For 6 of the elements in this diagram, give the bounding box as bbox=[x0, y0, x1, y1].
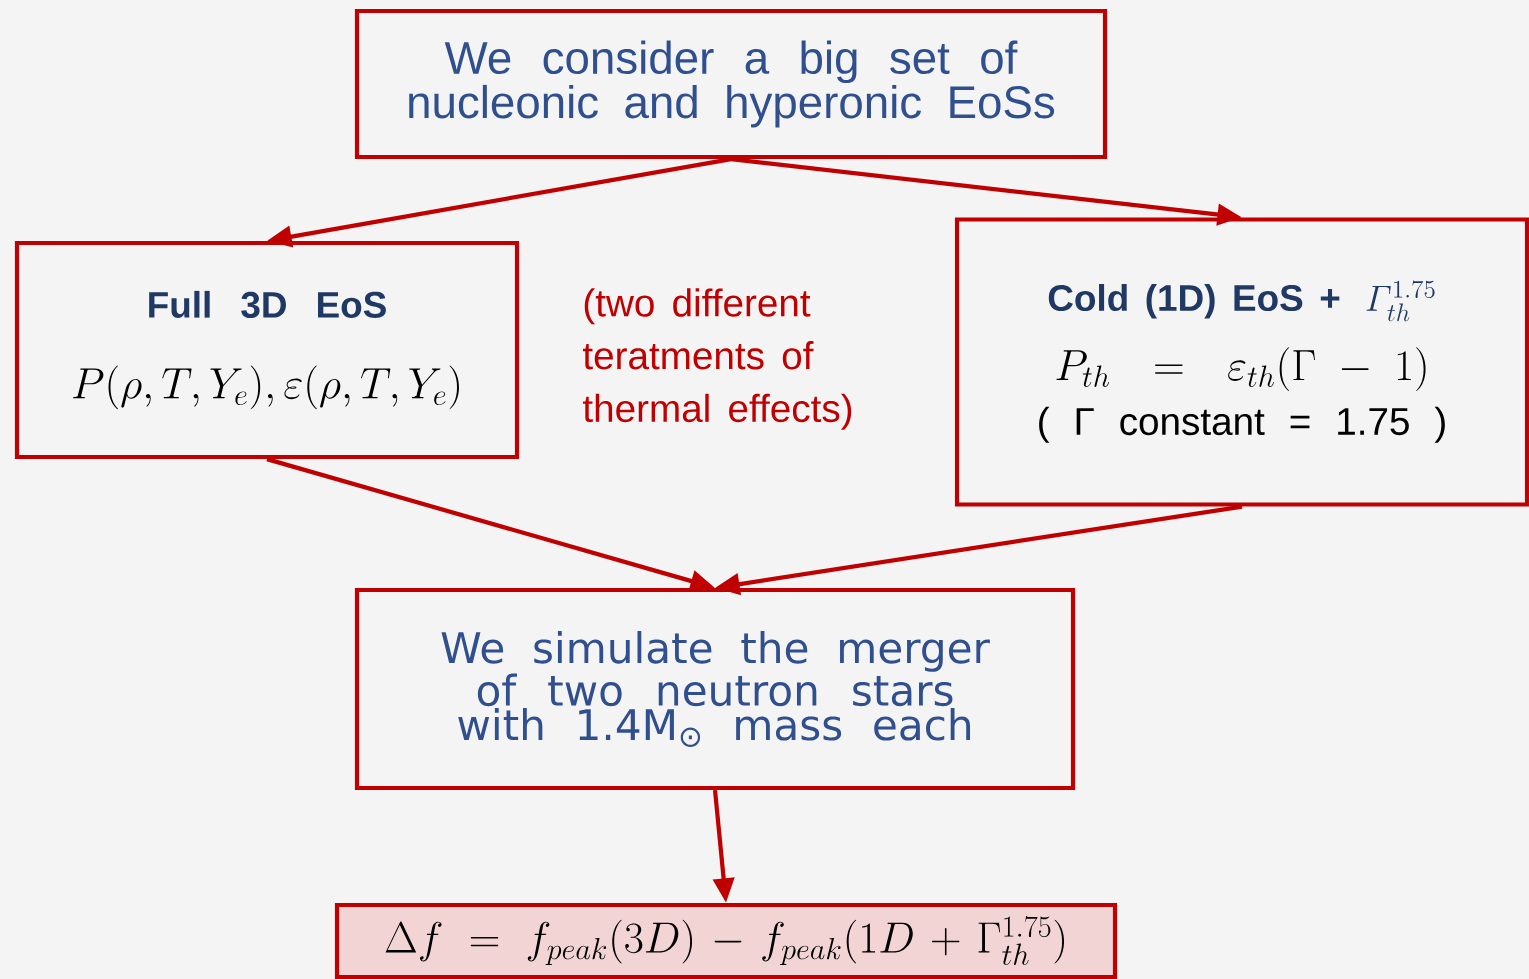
process-box: We simulate the merger of two neutron stars with 1.4M$_{⊙}$ mass each bbox=[354, 587, 1076, 791]
process-box: $\Delta f = f_{peak}(3D) - f_{peak}(1D + \Gamma_{th}^{1.75})$ bbox=[334, 902, 1118, 979]
process-box: Full 3D EoS $P(\rho,T,Y_e),\varepsilon(\rho,T,Y_e)$ bbox=[14, 240, 520, 460]
process-box: We consider a big set of nucleonic and hyperonic EoSs bbox=[354, 8, 1108, 160]
note-text: (two different teratments of thermal effects) bbox=[582, 288, 852, 430]
process-box: $\textbf{Cold (1D) EoS +}\ \varGamma_{th}^{1.75}$ $P_{th} = \varepsilon_{th}(\Gamma - 1)$ ( Γ constant = 1.75 ) bbox=[954, 217, 1529, 507]
